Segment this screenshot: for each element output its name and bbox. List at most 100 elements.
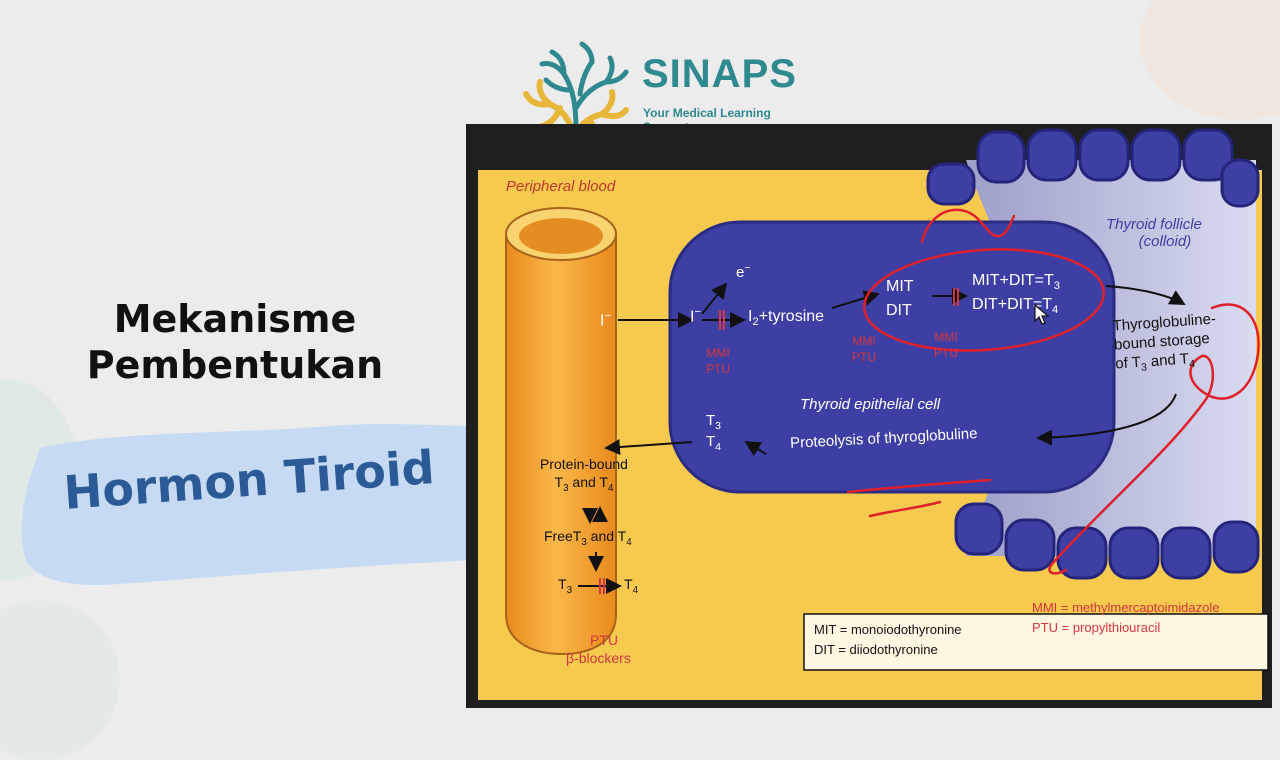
coupling-eq-1: MIT+DIT=T3 <box>972 272 1060 292</box>
follicle-cell <box>1130 128 1182 182</box>
epithelial-cell-label: Thyroid epithelial cell <box>800 396 941 413</box>
annotation-circle <box>862 248 1106 352</box>
arrow-oxidation <box>701 282 728 315</box>
coupling-eq-2: DIT+DIT=T4 <box>972 296 1058 316</box>
annotation-underline-2 <box>868 500 942 518</box>
legend-ptu: PTU = propylthiouracil <box>1032 620 1161 635</box>
follicle-cell <box>1160 526 1212 580</box>
annotation-arrow <box>1048 303 1260 575</box>
conversion-t3-sub: 3 <box>566 584 573 596</box>
iodide-cell-text: I <box>690 308 695 326</box>
follicle-label: Thyroid follicle (colloid) <box>1106 216 1202 250</box>
t4-cell-text: T <box>706 432 716 450</box>
iodine-text: I <box>748 308 753 325</box>
pb-t3: T <box>554 473 564 490</box>
diagram-graphics <box>466 124 1272 708</box>
follicle-cell <box>1182 128 1234 182</box>
conversion-t4-text: T <box>624 576 633 592</box>
mit-label: MIT <box>886 278 914 295</box>
iodide-cell-charge: − <box>694 306 701 318</box>
follicle-cell <box>1212 520 1260 574</box>
thyroglobuline-storage-label: Thyroglobuline- bound storage of T3 and … <box>1112 310 1219 376</box>
free-t3: FreeT <box>544 528 582 544</box>
legend-mit: MIT = monoiodothyronine <box>814 622 962 637</box>
thyroid-epithelial-cell <box>668 220 1116 494</box>
pb-sub-4: 4 <box>607 482 614 494</box>
follicle-cell <box>1004 518 1056 572</box>
iodide-charge: − <box>604 310 611 322</box>
iodide-cell: I− <box>690 306 701 326</box>
highlight-badge <box>21 424 551 585</box>
conversion-t4: T4 <box>624 576 638 596</box>
electron-charge: − <box>744 262 751 274</box>
beta-blockers-label: β-blockers <box>566 650 631 666</box>
free-sub-3: 3 <box>581 536 587 548</box>
inhibitor-ptu-2: PTU <box>852 349 876 364</box>
follicle-cells-bottom <box>954 502 1260 580</box>
free-hormone-label: FreeT3 and T4 <box>544 528 632 548</box>
pb-mid: and T <box>568 473 608 490</box>
annotation-squiggle <box>920 208 1016 244</box>
legend-box <box>803 613 1269 671</box>
arrow-to-t3t4 <box>744 440 767 457</box>
follicle-cells-top <box>926 128 1260 208</box>
inhibitor-mmi-2: MMI <box>852 334 876 348</box>
tg-sub-4: 4 <box>1188 357 1196 370</box>
conversion-t4-sub: 4 <box>632 584 639 596</box>
arrow-to-mit <box>831 290 880 309</box>
ptu-bottom-label: PTU <box>590 632 618 648</box>
tg-line-3-pre: of T <box>1114 353 1142 373</box>
background-blob-bottom-left <box>0 600 120 760</box>
dit-label: DIT <box>886 302 912 319</box>
t4-cell-sub: 4 <box>715 440 722 453</box>
follicle-cell <box>1056 526 1108 580</box>
title-line-2: Pembentukan <box>86 343 384 388</box>
thyroid-hormone-diagram: Peripheral blood Thyroid follicle (collo… <box>466 124 1272 708</box>
equilibrium-arrows <box>582 506 608 524</box>
inhibitor-ptu-3: PTU <box>934 345 958 360</box>
iodide-text: I <box>600 312 605 330</box>
electron-label: e− <box>736 262 750 281</box>
follicle-cell <box>1108 526 1160 580</box>
background-blob-top-right <box>1140 0 1280 120</box>
inhibitor-mmi-1: MMI <box>706 346 730 360</box>
inhibition-marks <box>599 288 959 594</box>
mouse-cursor-icon <box>1034 304 1050 325</box>
legend-dit: DIT = diiodothyronine <box>814 642 938 657</box>
follicle-label-line-1: Thyroid follicle <box>1106 216 1202 233</box>
electron-text: e <box>736 264 745 281</box>
follicle-cell <box>1220 158 1260 208</box>
red-annotations <box>846 208 1260 575</box>
coupling-eq-2-text: DIT+DIT=T <box>972 296 1053 313</box>
title-line-1: Mekanisme <box>113 297 357 341</box>
iodide-blood: I− <box>600 310 611 330</box>
coupling-eq-1-sub: 3 <box>1053 280 1061 293</box>
t4-cell: T4 <box>706 433 721 454</box>
follicle-cell <box>976 130 1026 184</box>
protein-bound-line-2: T3 and T4 <box>540 474 628 495</box>
arrow-to-proteolysis <box>1036 393 1177 446</box>
free-sub-4: 4 <box>626 536 632 548</box>
annotation-underline-1 <box>846 478 992 494</box>
iodine-sub: 2 <box>752 316 759 329</box>
follicle-cell <box>1078 128 1130 182</box>
legend-mmi: MMI = methylmercaptoimidazole <box>1032 600 1220 615</box>
coupling-eq-1-text: MIT+DIT=T <box>972 272 1054 289</box>
t3-cell-sub: 3 <box>715 420 722 432</box>
conversion-t3-text: T <box>558 576 567 592</box>
peripheral-blood-label: Peripheral blood <box>506 178 616 195</box>
follicle-label-line-2: (colloid) <box>1138 233 1192 250</box>
tyrosine-text: +tyrosine <box>758 308 825 325</box>
blood-vessel <box>505 207 617 656</box>
t3-cell-text: T <box>706 412 716 429</box>
protein-bound-line-1: Protein-bound <box>540 456 628 472</box>
follicle-cell <box>1026 128 1078 182</box>
conversion-t3: T3 <box>558 576 572 596</box>
t3-cell: T3 <box>706 412 721 433</box>
arrow-to-blood <box>604 439 693 456</box>
pb-sub-3: 3 <box>563 482 569 494</box>
iodine-tyrosine-label: I2+tyrosine <box>748 308 824 328</box>
